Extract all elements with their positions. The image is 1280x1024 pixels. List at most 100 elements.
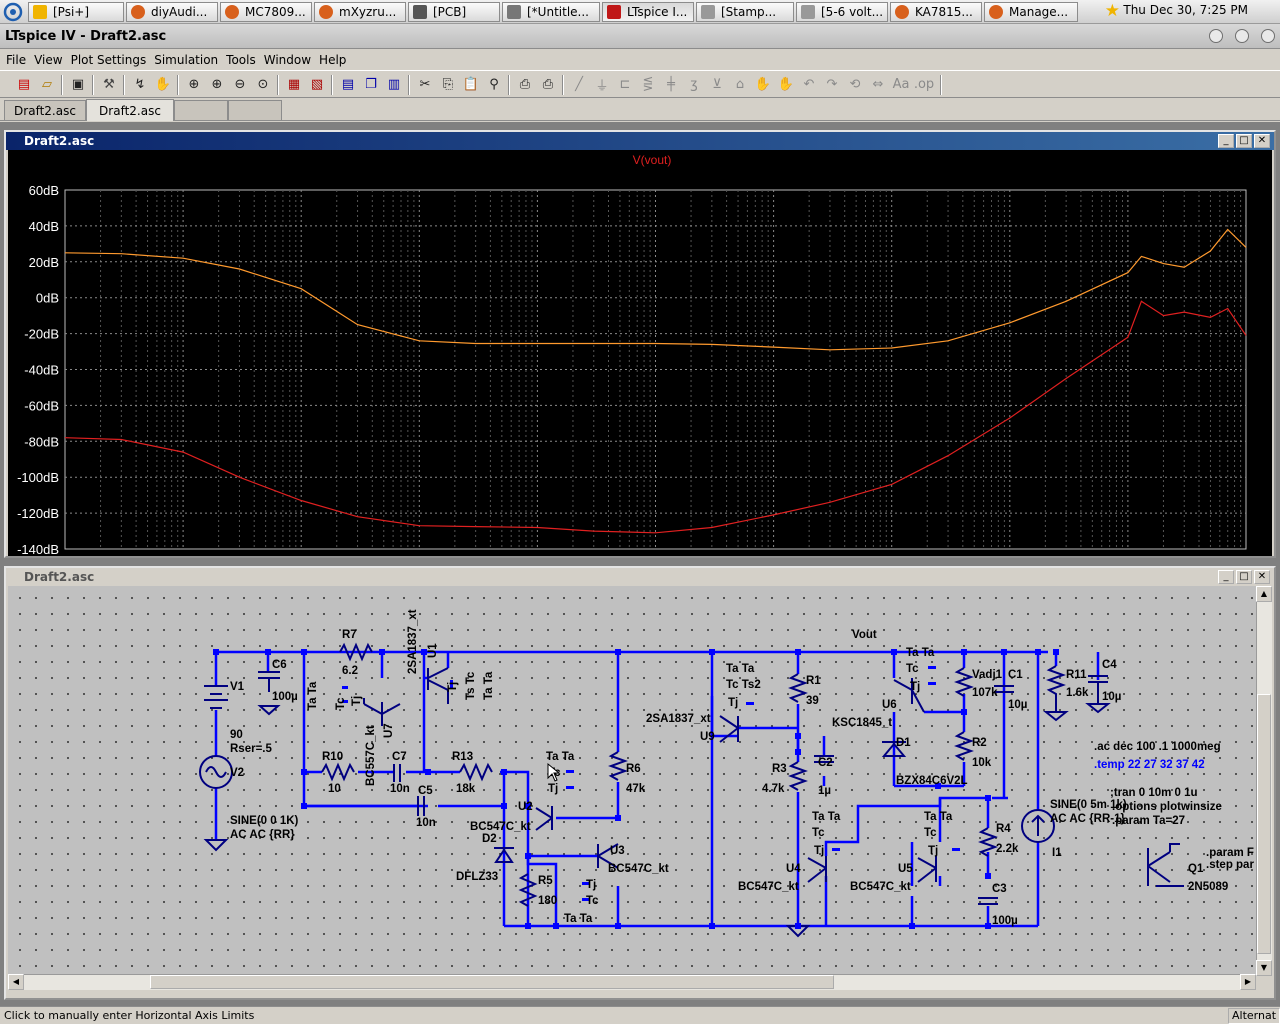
- zoom-out-icon[interactable]: ⊖: [234, 76, 246, 92]
- waveform-window-titlebar[interactable]: Draft2.asc: [6, 132, 1274, 150]
- scroll-down-icon[interactable]: ▼: [1256, 960, 1272, 976]
- directive-step[interactable]: .step par: [1206, 859, 1254, 871]
- trace-2[interactable]: [64, 300, 1247, 534]
- paste-icon[interactable]: 📋: [462, 76, 480, 92]
- value-r10[interactable]: 10: [328, 783, 341, 795]
- find-icon[interactable]: ⚲: [489, 76, 499, 92]
- rser-v1[interactable]: Rser=.5: [230, 743, 272, 755]
- value-r4[interactable]: 2.2k: [996, 843, 1019, 855]
- y-tick-label[interactable]: -40dB: [24, 363, 59, 378]
- part-u7[interactable]: BC557C_kt: [365, 725, 377, 786]
- maximize-icon[interactable]: [1235, 29, 1249, 43]
- part-u6[interactable]: KSC1845_t: [832, 717, 892, 729]
- tile-vertical-icon[interactable]: ▥: [387, 76, 401, 92]
- capacitor-icon[interactable]: ╪: [667, 76, 675, 92]
- value-c1[interactable]: 10µ: [1008, 699, 1027, 711]
- open-icon[interactable]: ▱: [42, 76, 52, 92]
- ground-icon[interactable]: ⏚: [595, 78, 609, 94]
- part-u9[interactable]: 2SA1837_xt: [646, 713, 711, 725]
- run-icon[interactable]: ↯: [134, 76, 146, 92]
- y-tick-label[interactable]: 40dB: [29, 219, 59, 234]
- undo-icon[interactable]: ↶: [803, 76, 815, 92]
- net-label-vout[interactable]: Vout: [852, 629, 877, 641]
- schematic-horizontal-scrollbar[interactable]: ◀ ▶: [8, 974, 1256, 990]
- component-icon[interactable]: ⌂: [735, 76, 745, 92]
- value-c4[interactable]: 10µ: [1102, 691, 1121, 703]
- x-tick-label[interactable]: 10Hz: [286, 554, 316, 569]
- schematic-canvas[interactable]: Vout R7 6.2 2SA1837_xt U1 C6 100µ V1 90 …: [8, 586, 1256, 976]
- x-tick-label[interactable]: 100MHz: [1104, 554, 1152, 569]
- part-d2[interactable]: DFLZ33: [456, 871, 498, 883]
- x-tick-label[interactable]: 1Hz: [172, 554, 195, 569]
- value-i1[interactable]: SINE(0 5m 1k): [1050, 799, 1127, 811]
- part-u5[interactable]: BC547C_kt: [850, 881, 911, 893]
- trace-1[interactable]: [64, 228, 1247, 351]
- menu-tools[interactable]: Tools: [226, 52, 256, 67]
- tab-draft2-schematic[interactable]: Draft2.asc: [4, 100, 86, 120]
- plot-close-button[interactable]: ✕: [1254, 134, 1270, 148]
- autorange-icon[interactable]: ▦: [287, 76, 301, 92]
- resistor-icon[interactable]: ⋚: [642, 76, 654, 92]
- zoom-area-icon[interactable]: ⊕: [188, 76, 200, 92]
- tile-horizontal-icon[interactable]: ▤: [341, 76, 355, 92]
- x-tick-label[interactable]: 10KHz: [636, 554, 675, 569]
- zoom-fit-icon[interactable]: ⊙: [257, 76, 269, 92]
- cut-icon[interactable]: ✂: [419, 76, 431, 92]
- taskbar-item[interactable]: [Stamp...: [696, 1, 794, 22]
- scroll-right-icon[interactable]: ▶: [1240, 974, 1256, 990]
- y-tick-label[interactable]: -140dB: [17, 542, 59, 557]
- value-c7[interactable]: 10n: [390, 783, 410, 795]
- ac-v2[interactable]: AC AC {RR}: [230, 829, 295, 841]
- value-r3[interactable]: 4.7k: [762, 783, 785, 795]
- value-v2[interactable]: SINE(0 0 1K): [230, 815, 299, 827]
- y-tick-label[interactable]: 20dB: [29, 255, 59, 270]
- y-tick-label[interactable]: -60dB: [24, 398, 59, 413]
- cursor-icon[interactable]: ▧: [310, 76, 324, 92]
- taskbar-item[interactable]: [5-6 volt...: [796, 1, 888, 22]
- menu-view[interactable]: View: [34, 52, 63, 67]
- value-c3[interactable]: 100µ: [992, 915, 1018, 927]
- diode-icon[interactable]: ⊻: [712, 76, 722, 92]
- drag-icon[interactable]: ✋: [777, 76, 795, 92]
- schematic-window-titlebar[interactable]: Draft2.asc: [6, 568, 1274, 586]
- zoom-in-icon[interactable]: ⊕: [211, 76, 223, 92]
- y-tick-label[interactable]: -20dB: [24, 327, 59, 342]
- plot-minimize-button[interactable]: _: [1218, 134, 1234, 148]
- spice-directive-icon[interactable]: .op: [913, 76, 935, 92]
- menu-plot-settings[interactable]: Plot Settings: [70, 52, 147, 67]
- print-setup-icon[interactable]: ⎙: [519, 76, 531, 92]
- cascade-icon[interactable]: ❐: [365, 76, 377, 92]
- directive-param[interactable]: .param Ta=27: [1112, 815, 1185, 827]
- value-c6[interactable]: 100µ: [272, 691, 298, 703]
- schematic-maximize-button[interactable]: □: [1236, 570, 1252, 584]
- tab-draft2-plot[interactable]: Draft2.asc: [86, 99, 174, 121]
- trace-label-vout[interactable]: V(vout): [633, 153, 672, 167]
- part-q1[interactable]: 2N5089: [1188, 881, 1228, 893]
- menu-file[interactable]: File: [6, 52, 27, 67]
- x-tick-label[interactable]: 1GHz: [1229, 554, 1262, 569]
- value-r13[interactable]: 18k: [456, 783, 476, 795]
- value-vadj1[interactable]: 107k: [972, 687, 998, 699]
- menu-window[interactable]: Window: [263, 52, 312, 67]
- y-tick-label[interactable]: 60dB: [29, 183, 59, 198]
- value-c2[interactable]: 1µ: [818, 785, 831, 797]
- copy-icon[interactable]: ⎘: [442, 76, 454, 92]
- part-u3[interactable]: BC547C_kt: [608, 863, 669, 875]
- schematic-drawing[interactable]: Vout R7 6.2 2SA1837_xt U1 C6 100µ V1 90 …: [8, 586, 1256, 976]
- directive-tran[interactable]: ;tran 0 10m 0 1u: [1110, 787, 1198, 799]
- menu-simulation[interactable]: Simulation: [154, 52, 219, 67]
- part-d1[interactable]: BZX84C6V2L: [896, 775, 968, 787]
- taskbar-item[interactable]: mXyzru...: [314, 1, 406, 22]
- x-tick-label[interactable]: 10MHz: [989, 554, 1030, 569]
- horizontal-scroll-thumb[interactable]: [150, 975, 834, 989]
- value-c5[interactable]: 10n: [416, 817, 436, 829]
- wire-icon[interactable]: ╱: [575, 76, 583, 92]
- value-v1[interactable]: 90: [230, 729, 243, 741]
- value-r2[interactable]: 10k: [972, 757, 992, 769]
- taskbar-item[interactable]: KA7815...: [890, 1, 982, 22]
- print-icon[interactable]: ⎙: [542, 76, 554, 92]
- scroll-left-icon[interactable]: ◀: [8, 974, 24, 990]
- taskbar-item[interactable]: [PCB]: [408, 1, 500, 22]
- tab-blank-1[interactable]: [174, 100, 228, 120]
- directive-ac[interactable]: .ac dec 100 .1 1000meg: [1094, 741, 1221, 753]
